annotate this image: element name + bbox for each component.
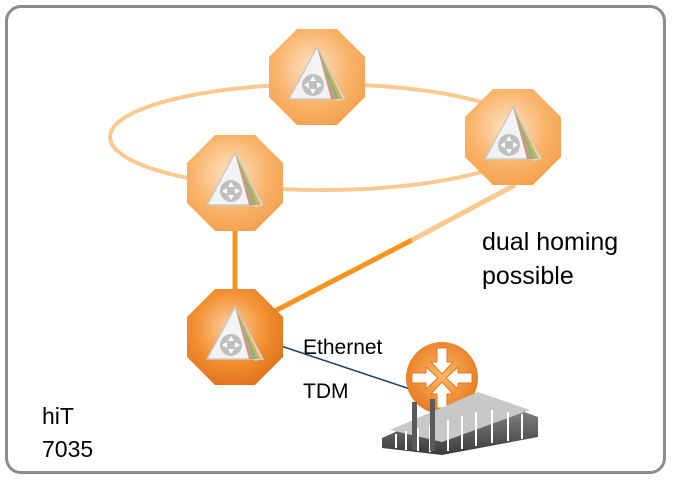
network-node-icon: [187, 135, 283, 231]
router-icon: [406, 342, 478, 414]
tdm-label: TDM: [303, 380, 349, 403]
ethernet-link-line: [277, 344, 426, 395]
uplink-dual-homing-upper: [410, 182, 517, 243]
dual-homing-note-line1: dual homing: [482, 228, 619, 256]
network-node-icon: [187, 289, 283, 385]
network-node-icon: [269, 29, 365, 125]
uplink-dual-homing-lower: [271, 237, 414, 315]
ethernet-label: Ethernet: [303, 336, 383, 359]
device-label-line2: 7035: [42, 436, 94, 462]
network-node-icon: [465, 89, 561, 185]
device-label-line1: hiT: [42, 403, 74, 429]
building-icon: [382, 392, 538, 455]
dual-homing-note-line2: possible: [482, 262, 574, 290]
